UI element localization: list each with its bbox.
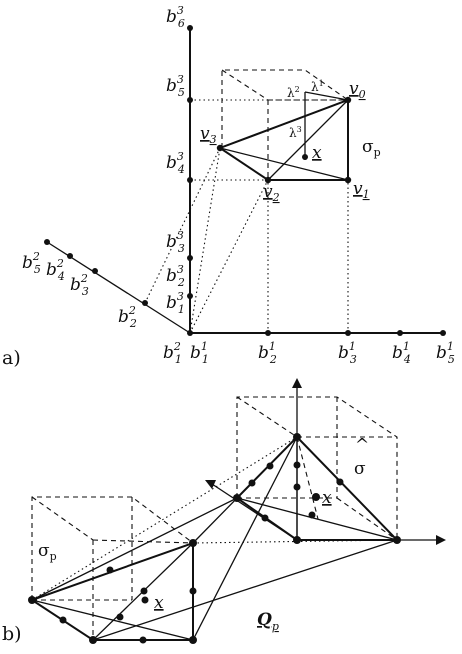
points-left xyxy=(28,539,197,644)
sigma-hat-label: ^ σ xyxy=(354,435,369,479)
cube-dashed-edge xyxy=(221,69,269,101)
lambda-2-label: λ2 xyxy=(287,85,300,100)
axis-y-points xyxy=(44,239,148,306)
cube-dashed-edge xyxy=(221,69,349,148)
points-right xyxy=(233,433,401,544)
simplex-vertex-points xyxy=(216,96,352,184)
panel-a-label: a) xyxy=(2,347,21,369)
svg-text:σ: σ xyxy=(354,459,366,479)
svg-text:^: ^ xyxy=(355,435,369,455)
axis-x-points xyxy=(187,330,446,336)
axis-z-points xyxy=(187,25,193,299)
vertex-label-v1: v1 xyxy=(353,179,370,201)
simplex-sigma-p xyxy=(217,91,349,181)
vertex-label-v0: v0 xyxy=(349,79,366,101)
lambda-1-label: λ1 xyxy=(311,79,324,94)
panel-b-label: b) xyxy=(2,623,22,645)
cube-left-dashed xyxy=(31,496,194,640)
point-x-left-label: x xyxy=(154,593,164,613)
simplex-right xyxy=(235,435,400,541)
simplex-left-label: σp xyxy=(38,541,57,563)
vertex-label-v2: v2 xyxy=(263,182,280,204)
lambda-3-label: λ3 xyxy=(289,125,302,140)
point-x-right-label: x xyxy=(322,488,332,508)
guide-line xyxy=(144,147,221,304)
arrow-right-icon xyxy=(436,535,446,545)
guide-line xyxy=(189,147,221,334)
simplex-label-sigma-p: σp xyxy=(362,137,381,159)
q-p-label: Qp xyxy=(257,610,279,633)
connector-lines xyxy=(31,436,398,641)
guide-line xyxy=(189,179,269,334)
arrow-diagonal-icon xyxy=(205,480,216,489)
point-x-label: x xyxy=(312,143,322,163)
vertex-label-v3: v3 xyxy=(200,124,217,146)
panel-b: σp ^ σ x x Qp b) xyxy=(2,378,446,645)
arrow-up-icon xyxy=(292,378,302,388)
